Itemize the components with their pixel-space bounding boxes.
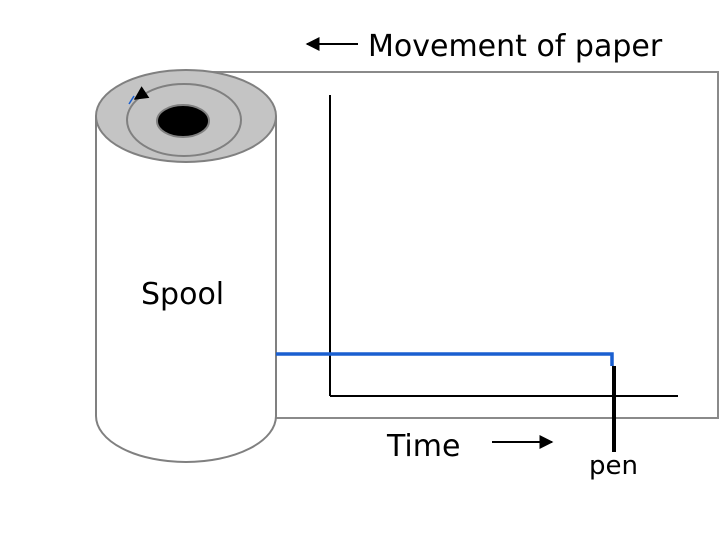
pen-label: pen — [589, 451, 638, 481]
paper-sheet — [185, 71, 719, 419]
spool-label: Spool — [141, 277, 224, 312]
arrow-icon — [133, 86, 150, 100]
pen-trace — [276, 352, 614, 366]
movement-label: Movement of paper — [368, 29, 663, 64]
time-label: Time — [386, 429, 460, 464]
spool-inner-ring — [126, 83, 242, 157]
rotation-arrow-icon — [128, 95, 135, 105]
spool-body — [95, 116, 277, 463]
spool-hole — [156, 104, 210, 138]
